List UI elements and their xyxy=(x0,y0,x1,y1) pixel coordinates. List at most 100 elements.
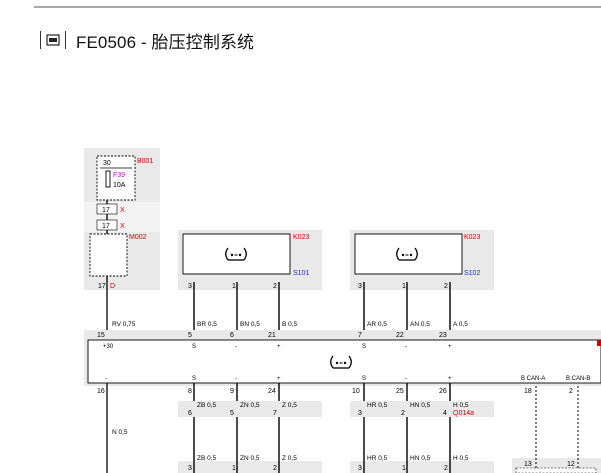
x17-tag-b: X xyxy=(120,223,125,230)
wire-label-br: BR 0,5 xyxy=(197,321,217,328)
wire-label-a: A 0,5 xyxy=(453,321,468,328)
cu-bot-label-s: S xyxy=(192,376,196,382)
wire-label-z2: Z 0,5 xyxy=(282,455,297,462)
s101-sub: S101 xyxy=(293,270,309,277)
cu-can-b-label: B CAN-B xyxy=(566,376,590,382)
s102-id: K023 xyxy=(464,234,480,241)
title-bar: FE0506 - 胎压控制系统 xyxy=(38,28,254,52)
cu-top-label-s2: S xyxy=(362,344,366,350)
wire-label-n: N 0,5 xyxy=(112,429,128,436)
s102-pin-2: 2 xyxy=(444,283,448,290)
cu-top-pin-15: 15 xyxy=(97,332,105,339)
cu-top-pin-5: 5 xyxy=(188,332,192,339)
document-glyph-icon xyxy=(46,34,60,46)
top-divider xyxy=(34,6,601,8)
cu-top-label-minus: - xyxy=(235,344,237,350)
cu-bot-pin-18: 18 xyxy=(524,388,532,395)
cu-top-label-minus2: - xyxy=(405,344,407,350)
fuse-symbol-icon xyxy=(105,170,111,188)
wire-label-zb2: ZB 0,5 xyxy=(197,455,217,462)
row3-pin-1b: 1 xyxy=(402,465,406,472)
m002-pin: 17 xyxy=(98,283,106,290)
wire-label-h2: H 0,5 xyxy=(453,455,469,462)
fuse-box-b001: B001 30 F39 10A xyxy=(84,148,160,202)
cu-top-label-30: +30 xyxy=(103,344,114,350)
row2-pin-5: 5 xyxy=(230,410,234,417)
cu-top-pin-22: 22 xyxy=(396,332,404,339)
can-conn-pin-12: 12 xyxy=(567,461,575,468)
cu-top-pin-6: 6 xyxy=(230,332,234,339)
row2-pin-3: 3 xyxy=(358,410,362,417)
wire-label-h: H 0,5 xyxy=(453,402,469,409)
row2-pin-2: 2 xyxy=(401,410,405,417)
cu-bot-pin-2: 2 xyxy=(569,388,573,395)
row3-pin-2b: 2 xyxy=(444,465,448,472)
cu-top-label-plus: + xyxy=(277,344,281,350)
cu-bot-pin-24: 24 xyxy=(268,388,276,395)
row3-pin-2a: 2 xyxy=(273,465,277,472)
cu-bot-label-minus3: - xyxy=(405,376,407,382)
x17-tag-a: X xyxy=(120,207,125,214)
b001-label: B001 xyxy=(137,158,153,165)
wire-label-bn: BN 0,5 xyxy=(240,321,260,328)
row2-pin-4: 4 xyxy=(443,410,447,417)
sensor-s102: K023 S102 3 1 2 xyxy=(350,230,494,290)
cu-bot-pin-9: 9 xyxy=(230,388,234,395)
sensor-s101: K023 S101 3 1 2 xyxy=(178,230,322,290)
cu-top-label-s: S xyxy=(192,344,196,350)
cu-bot-label-plus2: + xyxy=(448,376,452,382)
control-unit: 15 5 6 21 7 22 23 +30 S - + S - + - S - … xyxy=(84,330,601,395)
s101-pin-1: 1 xyxy=(232,283,236,290)
b001-pin: 30 xyxy=(103,160,111,167)
m002-tag: D xyxy=(110,283,115,290)
document-icon xyxy=(38,30,68,50)
s102-pin-1: 1 xyxy=(402,283,406,290)
cu-bot-pin-26: 26 xyxy=(439,388,447,395)
wire-label-z: Z 0,5 xyxy=(282,402,297,409)
wire-label-ar: AR 0,5 xyxy=(367,321,387,328)
wire-label-zb: ZB 0,5 xyxy=(197,402,217,409)
s101-pin-3: 3 xyxy=(188,283,192,290)
cu-can-a-label: B CAN-A xyxy=(521,376,545,382)
cu-top-pin-21: 21 xyxy=(268,332,276,339)
splice-q014a: Q014a xyxy=(453,410,474,417)
row3-pin-3a: 3 xyxy=(188,465,192,472)
row3-pin-3b: 3 xyxy=(358,465,362,472)
wire-label-hr2: HR 0,5 xyxy=(367,455,388,462)
wire-label-hn2: HN 0,5 xyxy=(410,455,431,462)
can-conn-pin-13: 13 xyxy=(524,461,532,468)
connector-m002: M002 17 D xyxy=(84,232,160,290)
cu-bot-pin-25: 25 xyxy=(396,388,404,395)
cu-bot-pin-10: 10 xyxy=(352,388,360,395)
x17-pin-a: 17 xyxy=(102,207,110,214)
s102-pin-3: 3 xyxy=(358,283,362,290)
row2-pin-6: 6 xyxy=(188,410,192,417)
wire-label-hn: HN 0,5 xyxy=(410,402,431,409)
wire-label-b: B 0,5 xyxy=(282,321,298,328)
row3-pin-1a: 1 xyxy=(232,465,236,472)
wire-label-zn: ZN 0,5 xyxy=(240,402,260,409)
cu-bot-label-s2: S xyxy=(362,376,366,382)
cu-bot-label-minus2: - xyxy=(235,376,237,382)
fuse-rating: 10A xyxy=(113,182,126,189)
cu-bot-label-plus: + xyxy=(277,376,281,382)
page-title: FE0506 - 胎压控制系统 xyxy=(76,32,255,52)
wire-label-rv: RV 0,75 xyxy=(112,321,136,328)
s102-sub: S102 xyxy=(464,270,480,277)
wire-label-an: AN 0,5 xyxy=(410,321,430,328)
cu-bot-pin-16: 16 xyxy=(97,388,105,395)
wire-label-hr: HR 0,5 xyxy=(367,402,388,409)
fuse-id: F39 xyxy=(113,172,125,179)
cu-top-label-plus2: + xyxy=(448,344,452,350)
m002-label: M002 xyxy=(129,234,147,241)
cu-top-pin-7: 7 xyxy=(358,332,362,339)
s101-id: K023 xyxy=(293,234,309,241)
s101-pin-2: 2 xyxy=(273,283,277,290)
cu-bot-pin-8: 8 xyxy=(188,388,192,395)
x17-pin-b: 17 xyxy=(102,223,110,230)
wire-label-zn2: ZN 0,5 xyxy=(240,455,260,462)
row2-pin-7: 7 xyxy=(273,410,277,417)
cu-top-pin-23: 23 xyxy=(439,332,447,339)
cu-bot-label-minus: - xyxy=(105,376,107,382)
